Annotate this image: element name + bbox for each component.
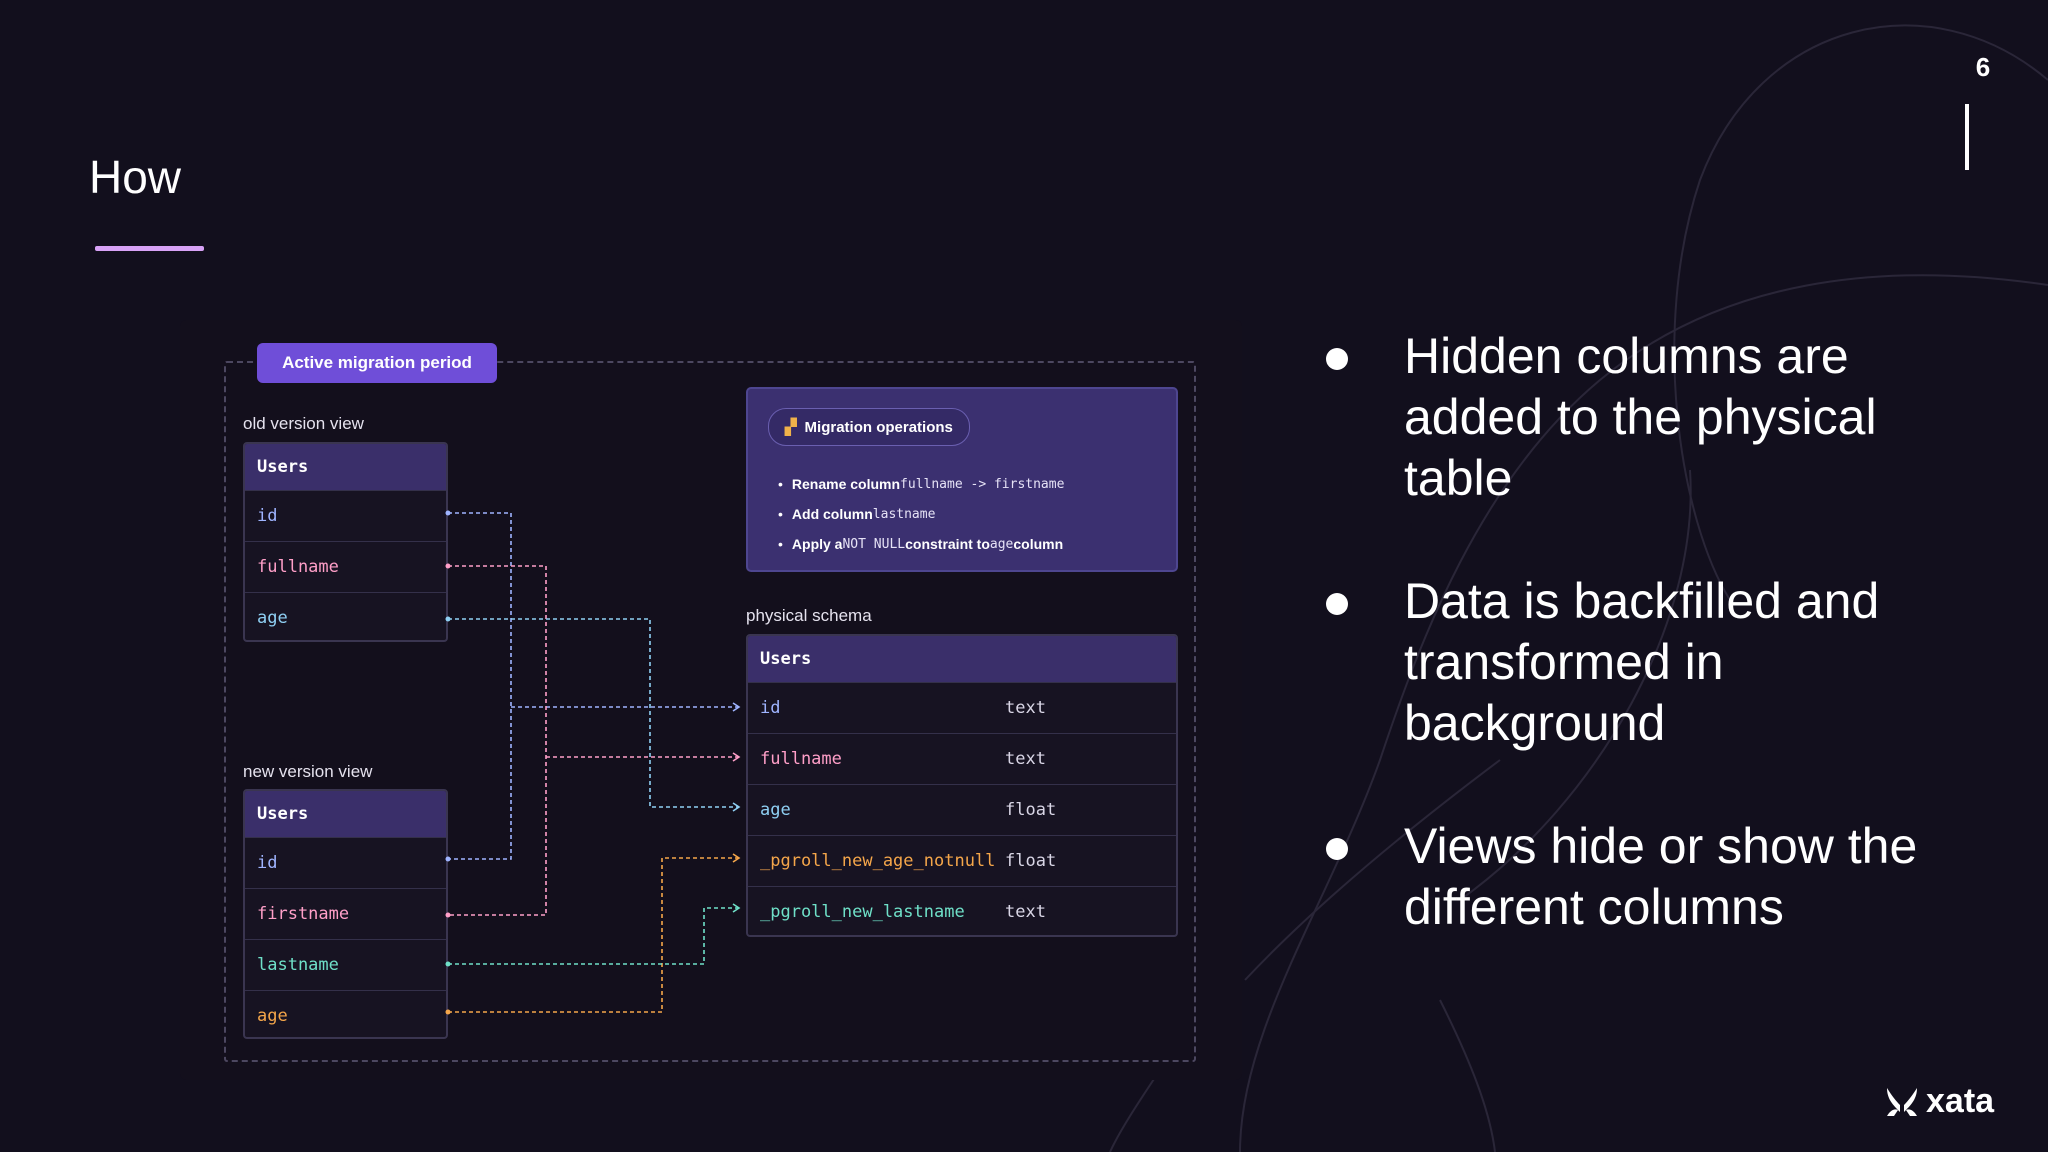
column-name: age <box>760 800 791 820</box>
new-view-row-age: age <box>245 990 446 1037</box>
column-name: fullname <box>257 557 339 577</box>
column-name: id <box>257 853 278 873</box>
operation-code: age <box>989 536 1014 552</box>
migration-operations-list: Rename column fullname -> firstname Add … <box>778 469 1065 559</box>
physical-row-age: age float <box>748 784 1176 835</box>
bullet-dot <box>1326 838 1348 860</box>
bullet-dot <box>1326 593 1348 615</box>
page-number: 6 <box>1975 52 1991 82</box>
old-view-table: Users id fullname age <box>243 442 448 642</box>
old-view-row-id: id <box>245 490 446 541</box>
operation-item: Add column lastname <box>778 499 1064 529</box>
bullet-text: Data is backfilled and transformed in ba… <box>1404 573 1880 751</box>
bullet-text: Hidden columns are added to the physical… <box>1404 328 1877 506</box>
column-type: float <box>1005 800 1057 820</box>
old-view-row-fullname: fullname <box>245 541 446 592</box>
physical-row-new-lastname: _pgroll_new_lastname text <box>748 886 1176 935</box>
column-name: lastname <box>257 955 339 975</box>
bullet-dot <box>1326 348 1348 370</box>
old-view-label: old version view <box>243 414 364 433</box>
new-view-row-firstname: firstname <box>245 888 446 939</box>
migration-operations-title: Migration operations <box>804 418 953 436</box>
slide-title: How <box>89 151 182 203</box>
physical-row-id: id text <box>748 682 1176 733</box>
bullet-list: Hidden columns are added to the physical… <box>1320 326 1964 1000</box>
column-name: firstname <box>257 904 350 924</box>
old-view-table-header: Users <box>245 444 446 490</box>
page-number-bar <box>1965 104 1969 170</box>
column-name: age <box>257 1006 288 1026</box>
new-view-label: new version view <box>243 762 373 781</box>
operation-code: NOT NULL <box>842 536 906 552</box>
column-type: text <box>1005 902 1046 922</box>
column-name: age <box>257 608 288 628</box>
xata-logo-icon <box>1887 1087 1917 1116</box>
column-name: _pgroll_new_age_notnull <box>760 851 996 871</box>
operation-item: Apply a NOT NULL constraint to age colum… <box>778 529 1064 559</box>
physical-row-fullname: fullname text <box>748 733 1176 784</box>
operation-text: Add column <box>791 506 873 522</box>
operation-text: Rename column <box>791 476 901 492</box>
column-type: text <box>1005 698 1046 718</box>
title-underline <box>95 246 204 251</box>
active-migration-badge: Active migration period <box>257 343 497 383</box>
bullet-text: Views hide or show the different columns <box>1404 818 1918 935</box>
new-view-row-lastname: lastname <box>245 939 446 990</box>
migration-period-frame <box>224 361 1196 1062</box>
physical-table-header: Users <box>748 636 1176 682</box>
operation-code: fullname -> firstname <box>900 476 1065 492</box>
old-view-row-age: age <box>245 592 446 640</box>
physical-row-age-notnull: _pgroll_new_age_notnull float <box>748 835 1176 886</box>
operation-text: Apply a <box>791 536 843 552</box>
brand-name: xata <box>1926 1082 1995 1120</box>
physical-schema-label: physical schema <box>746 606 872 625</box>
operation-text: constraint to <box>905 536 990 552</box>
physical-schema-table: Users id text fullname text age float _pgro… <box>746 634 1178 937</box>
brand-logo: xata <box>1884 1082 1994 1121</box>
bullet-item: Views hide or show the different columns <box>1320 816 1964 938</box>
new-view-table-header: Users <box>245 791 446 837</box>
column-type: float <box>1005 851 1057 871</box>
bullet-item: Hidden columns are added to the physical… <box>1320 326 1964 509</box>
new-view-row-id: id <box>245 837 446 888</box>
migration-operations-pill: ▞ Migration operations <box>768 408 970 446</box>
barrier-icon: ▞ <box>785 419 797 436</box>
column-name: _pgroll_new_lastname <box>760 902 965 922</box>
bullet-item: Data is backfilled and transformed in ba… <box>1320 571 1964 754</box>
operation-item: Rename column fullname -> firstname <box>778 469 1065 499</box>
operation-code: lastname <box>872 506 936 522</box>
column-name: fullname <box>760 749 842 769</box>
migration-operations-box: ▞ Migration operations Rename column ful… <box>746 387 1178 572</box>
new-view-table: Users id firstname lastname age <box>243 789 448 1039</box>
column-type: text <box>1005 749 1046 769</box>
operation-text: column <box>1013 536 1064 552</box>
column-name: id <box>760 698 781 718</box>
column-name: id <box>257 506 278 526</box>
